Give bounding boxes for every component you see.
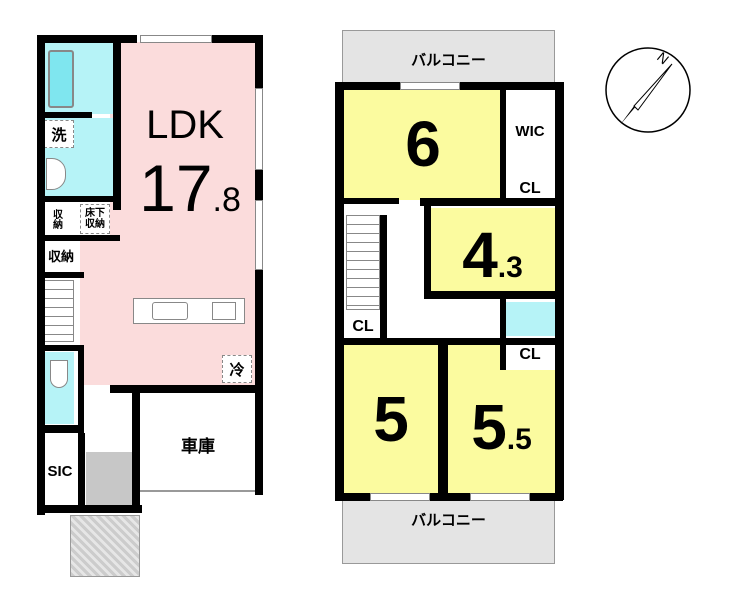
wall (110, 385, 262, 393)
storage-label: 収納 (44, 240, 78, 270)
wall (78, 433, 85, 513)
wall (44, 425, 84, 433)
wall (424, 206, 431, 298)
garage-label: 車庫 (181, 436, 215, 456)
wall (438, 345, 448, 495)
ldk-size-int: 17 (139, 151, 213, 225)
ldk-room (110, 42, 258, 387)
wall (78, 345, 84, 425)
closet-label: CL (505, 343, 555, 367)
room-size: 5 (471, 391, 507, 463)
stairs (44, 280, 74, 342)
room-5-5: 5.5 (448, 370, 555, 493)
room-5-5-upper (448, 345, 503, 371)
toilet-bowl (50, 360, 68, 388)
garage-opening (140, 490, 255, 492)
compass-icon (605, 47, 691, 133)
wic-label: WIC (515, 122, 545, 140)
room-size-dec: .5 (506, 423, 532, 456)
ldk-label: LDK (146, 102, 224, 147)
room-size: 4 (462, 219, 498, 291)
room-size: 6 (405, 108, 441, 180)
wall (44, 196, 120, 202)
wall (500, 298, 506, 370)
stove-icon (212, 302, 236, 320)
sic-label: SIC (47, 462, 73, 480)
room-5: 5 (344, 345, 438, 493)
wall (212, 35, 262, 43)
wall (113, 42, 121, 210)
window (140, 35, 212, 43)
window (255, 88, 263, 170)
room-6: 6 (344, 88, 502, 200)
balcony-top-label: バルコニー (411, 52, 486, 69)
closet-label: CL (346, 315, 380, 339)
wall (335, 82, 344, 500)
stairs-2f (346, 215, 380, 310)
window (400, 82, 460, 90)
floor-2: バルコニー バルコニー 6 WIC CL 4.3 CL CL 5 5.5 (300, 0, 600, 605)
wall (335, 493, 563, 501)
window (470, 493, 530, 501)
compass: N (600, 40, 700, 140)
floor-1: 洗 収納 床下収納 収納 冷 LDK 17.8 車庫 SIC (0, 0, 300, 605)
wash-label: 洗 (44, 120, 74, 148)
wall (424, 291, 558, 299)
wall (37, 505, 142, 513)
wall (44, 345, 84, 351)
wall (44, 112, 92, 118)
room-4-3: 4.3 (430, 208, 555, 292)
hallway-1f (84, 395, 134, 453)
wall (555, 82, 564, 500)
porch (70, 515, 140, 577)
wall (344, 338, 555, 345)
wall (344, 198, 399, 204)
wall (500, 88, 506, 206)
wall (420, 198, 558, 206)
wall (37, 35, 137, 43)
wall (37, 35, 45, 515)
wall (132, 388, 140, 513)
ldk-size: 17.8 (120, 150, 260, 225)
kitchen-sink-icon (152, 302, 188, 320)
wall (44, 235, 120, 241)
wall (380, 215, 387, 340)
ldk-size-dec: .8 (212, 181, 241, 219)
wall (44, 272, 84, 278)
room-size-dec: .3 (497, 251, 523, 284)
underfloor-storage-label: 床下収納 (80, 204, 110, 234)
closet-label: CL (505, 178, 555, 200)
bathtub (48, 50, 74, 108)
window (255, 200, 263, 270)
ldk-room-lower (80, 235, 120, 385)
entrance (86, 452, 132, 506)
room-size: 5 (373, 383, 409, 455)
fridge-label: 冷 (222, 355, 252, 383)
toilet-2f (502, 302, 555, 336)
balcony-bottom-label: バルコニー (411, 512, 486, 529)
storage-small-label: 収納 (44, 204, 68, 234)
window (370, 493, 430, 501)
balcony-bottom: バルコニー (342, 498, 555, 564)
balcony-top: バルコニー (342, 30, 555, 86)
